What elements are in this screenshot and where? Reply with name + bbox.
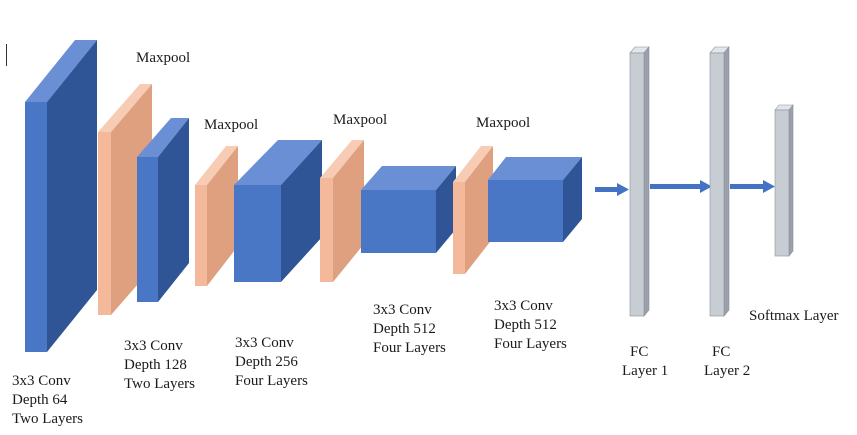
text-cursor <box>6 44 7 66</box>
maxpool-label-1: Maxpool <box>136 50 190 66</box>
fc1-label: FC Layer 1 <box>622 344 668 379</box>
maxpool-block-4 <box>453 146 493 274</box>
fc2-label: FC Layer 2 <box>704 344 750 379</box>
conv-block-1 <box>25 40 97 352</box>
arrow-fc2-to-softmax <box>730 180 775 193</box>
conv-block-4 <box>361 166 456 253</box>
conv-block-3 <box>234 140 322 282</box>
fc-layer-2-block <box>709 46 730 317</box>
conv4-label: 3x3 Conv Depth 512 Four Layers <box>373 302 446 356</box>
softmax-layer-block <box>774 104 794 257</box>
conv2-label: 3x3 Conv Depth 128 Two Layers <box>124 338 195 392</box>
fc-layer-1-block <box>629 46 650 317</box>
conv5-label: 3x3 Conv Depth 512 Four Layers <box>494 298 567 352</box>
conv3-label: 3x3 Conv Depth 256 Four Layers <box>235 335 308 389</box>
conv-block-5 <box>488 157 582 242</box>
maxpool-label-4: Maxpool <box>476 115 530 131</box>
softmax-label: Softmax Layer <box>749 308 839 324</box>
maxpool-block-3 <box>320 140 364 282</box>
conv1-label: 3x3 Conv Depth 64 Two Layers <box>12 373 83 427</box>
arrow-conv-to-fc1 <box>595 183 629 196</box>
conv-block-2 <box>137 118 189 302</box>
arrow-fc1-to-fc2 <box>650 180 712 193</box>
maxpool-block-2 <box>195 146 238 286</box>
maxpool-label-3: Maxpool <box>333 112 387 128</box>
maxpool-label-2: Maxpool <box>204 117 258 133</box>
